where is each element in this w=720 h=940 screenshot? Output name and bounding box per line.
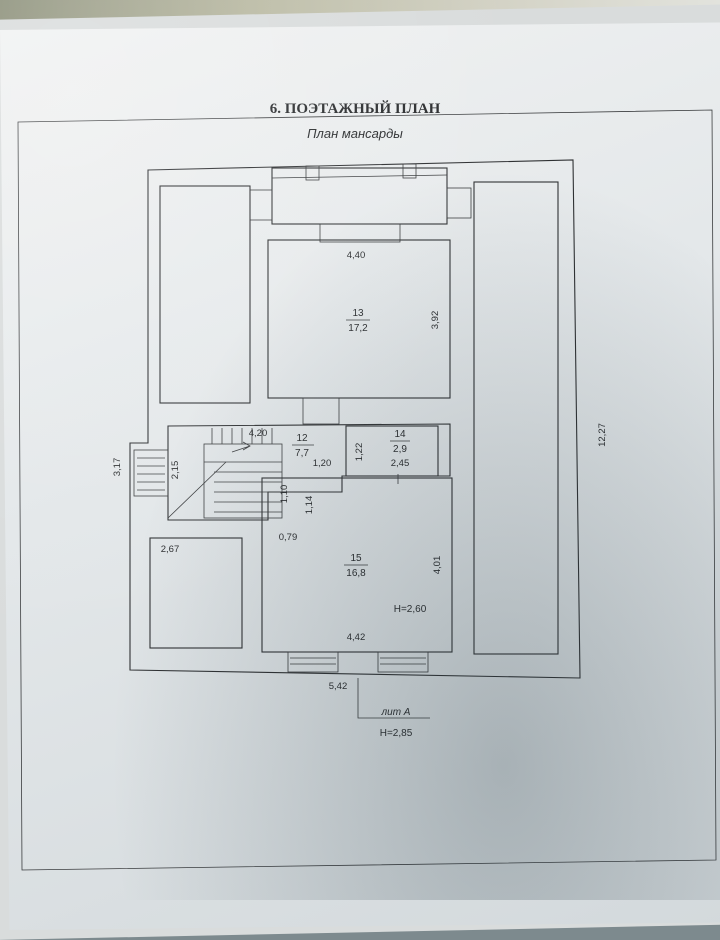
dim-total-width: 5,42: [329, 681, 348, 692]
bottom-left-space: [149, 537, 243, 649]
dim-left-room: 2,67: [161, 544, 180, 555]
stamp-lit: лит А: [381, 707, 411, 718]
staircase: [167, 428, 283, 519]
dim-110: 1,10: [279, 485, 290, 504]
page-frame: [17, 109, 717, 871]
dim-room14-height: 1,22: [354, 443, 365, 462]
dim-room12-width: 1,20: [313, 458, 332, 469]
door-right-top: [446, 187, 472, 219]
dim-total-length: 12,27: [597, 423, 608, 447]
dim-left-wall: 3,17: [112, 458, 123, 477]
room15-area: 16,8: [346, 568, 366, 579]
room-13: [267, 239, 451, 399]
left-door: [133, 449, 169, 497]
room12-area: 7,7: [295, 448, 309, 459]
room12-number: 12: [296, 433, 308, 444]
dim-stair-width: 2,15: [170, 461, 181, 480]
dim-room13-width: 4,40: [347, 250, 366, 261]
dim-114: 1,14: [304, 496, 315, 515]
right-attic-space: [473, 181, 559, 655]
room13-area: 17,2: [348, 323, 368, 334]
room14-number: 14: [394, 429, 406, 440]
left-attic-space: [159, 185, 251, 404]
door-left-top: [249, 189, 273, 221]
plan-subtitle: План мансарды: [307, 126, 403, 141]
dim-079: 0,79: [279, 532, 298, 543]
stamp-height: Н=2,85: [380, 728, 413, 739]
dim-room14-width: 2,45: [391, 458, 410, 469]
room-15: [261, 477, 453, 653]
bottom-windows: [287, 651, 429, 673]
dim-stair-depth: 4,20: [249, 428, 268, 439]
page-title: 6. ПОЭТАЖНЫЙ ПЛАН: [270, 100, 441, 117]
room13-number: 13: [352, 308, 364, 319]
room-14: [345, 425, 439, 477]
stamp-leader: [357, 678, 430, 719]
dim-room15-width: 4,42: [347, 632, 366, 643]
room15-ceiling-height: Н=2,60: [394, 604, 427, 615]
room15-number: 15: [350, 553, 362, 564]
room14-area: 2,9: [393, 444, 407, 455]
dim-room15-height: 4,01: [432, 556, 443, 575]
outer-wall: [129, 159, 581, 679]
door-room13: [319, 223, 401, 243]
room-12-stair-hall: [167, 423, 451, 521]
floor-plan: 6. ПОЭТАЖНЫЙ ПЛАН План мансарды 4,40 3,9…: [17, 100, 717, 871]
dim-room13-height: 3,92: [430, 311, 441, 330]
